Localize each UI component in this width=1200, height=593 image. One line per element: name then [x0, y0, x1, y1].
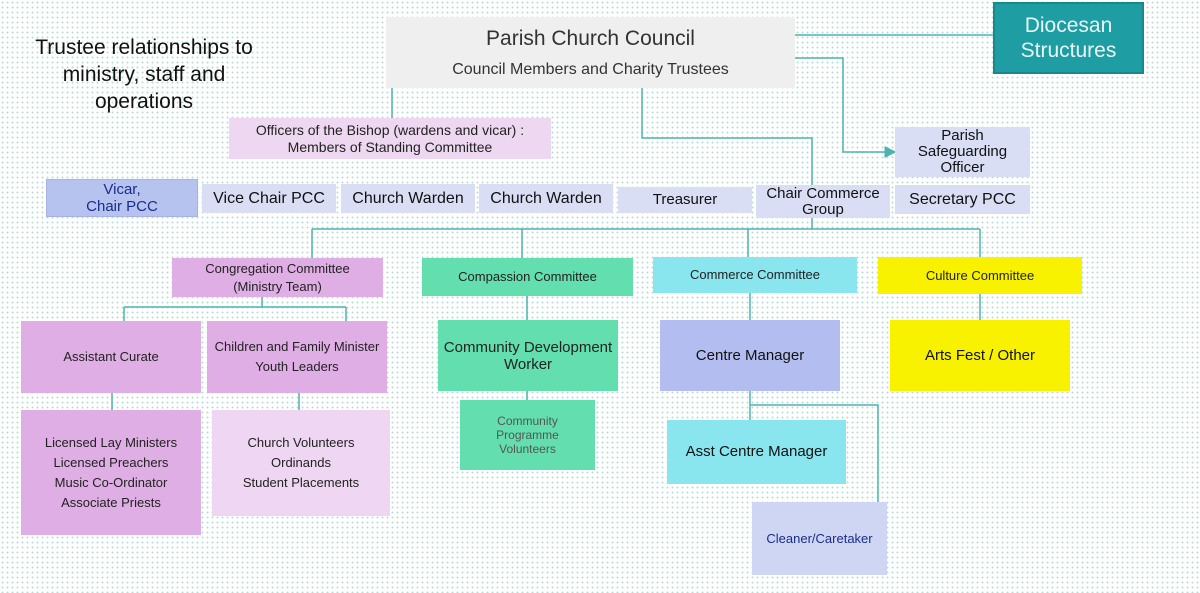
- church-volunteers-box: Church Volunteers Ordinands Student Plac…: [212, 410, 390, 516]
- chair-commerce-group-box: Chair Commerce Group: [756, 185, 890, 218]
- community-programme-volunteers-box: Community Programme Volunteers: [460, 400, 595, 470]
- manager-to-cleaner: [750, 404, 879, 502]
- arts-fest-box: Arts Fest / Other: [890, 320, 1070, 391]
- asst-centre-manager-box: Asst Centre Manager: [667, 420, 846, 484]
- vice-chair-box: Vice Chair PCC: [202, 184, 336, 213]
- community-development-worker-box: Community Development Worker: [438, 320, 618, 391]
- centre-manager-box: Centre Manager: [660, 320, 840, 391]
- diocesan-structures-box: Diocesan Structures: [993, 2, 1144, 74]
- compassion-committee-box: Compassion Committee: [422, 258, 633, 296]
- assistant-curate-box: Assistant Curate: [21, 321, 201, 393]
- commerce-committee-box: Commerce Committee: [653, 257, 857, 293]
- pcc-to-safeguarding-line: [795, 57, 897, 158]
- church-warden-2-box: Church Warden: [479, 184, 613, 213]
- pcc-to-commerce-chair-line: [641, 88, 813, 185]
- congregation-to-staff: [123, 297, 347, 321]
- pcc-name: Parish Church Council: [486, 27, 695, 51]
- culture-committee-box: Culture Committee: [878, 257, 1082, 294]
- cleaner-caretaker-box: Cleaner/Caretaker: [752, 502, 887, 575]
- parish-church-council-box: Parish Church Council Council Members an…: [386, 17, 795, 88]
- officers-of-bishop-box: Officers of the Bishop (wardens and vica…: [229, 118, 551, 159]
- treasurer-box: Treasurer: [618, 187, 752, 213]
- congregation-committee-box: Congregation Committee (Ministry Team): [172, 258, 383, 297]
- pcc-members: Council Members and Charity Trustees: [452, 60, 729, 78]
- diagram-title: Trustee relationships to ministry, staff…: [35, 36, 253, 113]
- church-warden-1-box: Church Warden: [341, 184, 475, 213]
- safeguarding-officer-box: Parish Safeguarding Officer: [895, 127, 1030, 177]
- vicar-box: Vicar, Chair PCC: [46, 179, 198, 217]
- licensed-ministers-box: Licensed Lay Ministers Licensed Preacher…: [21, 410, 201, 535]
- children-family-minister-box: Children and Family Minister Youth Leade…: [207, 321, 387, 393]
- secretary-pcc-box: Secretary PCC: [895, 185, 1030, 214]
